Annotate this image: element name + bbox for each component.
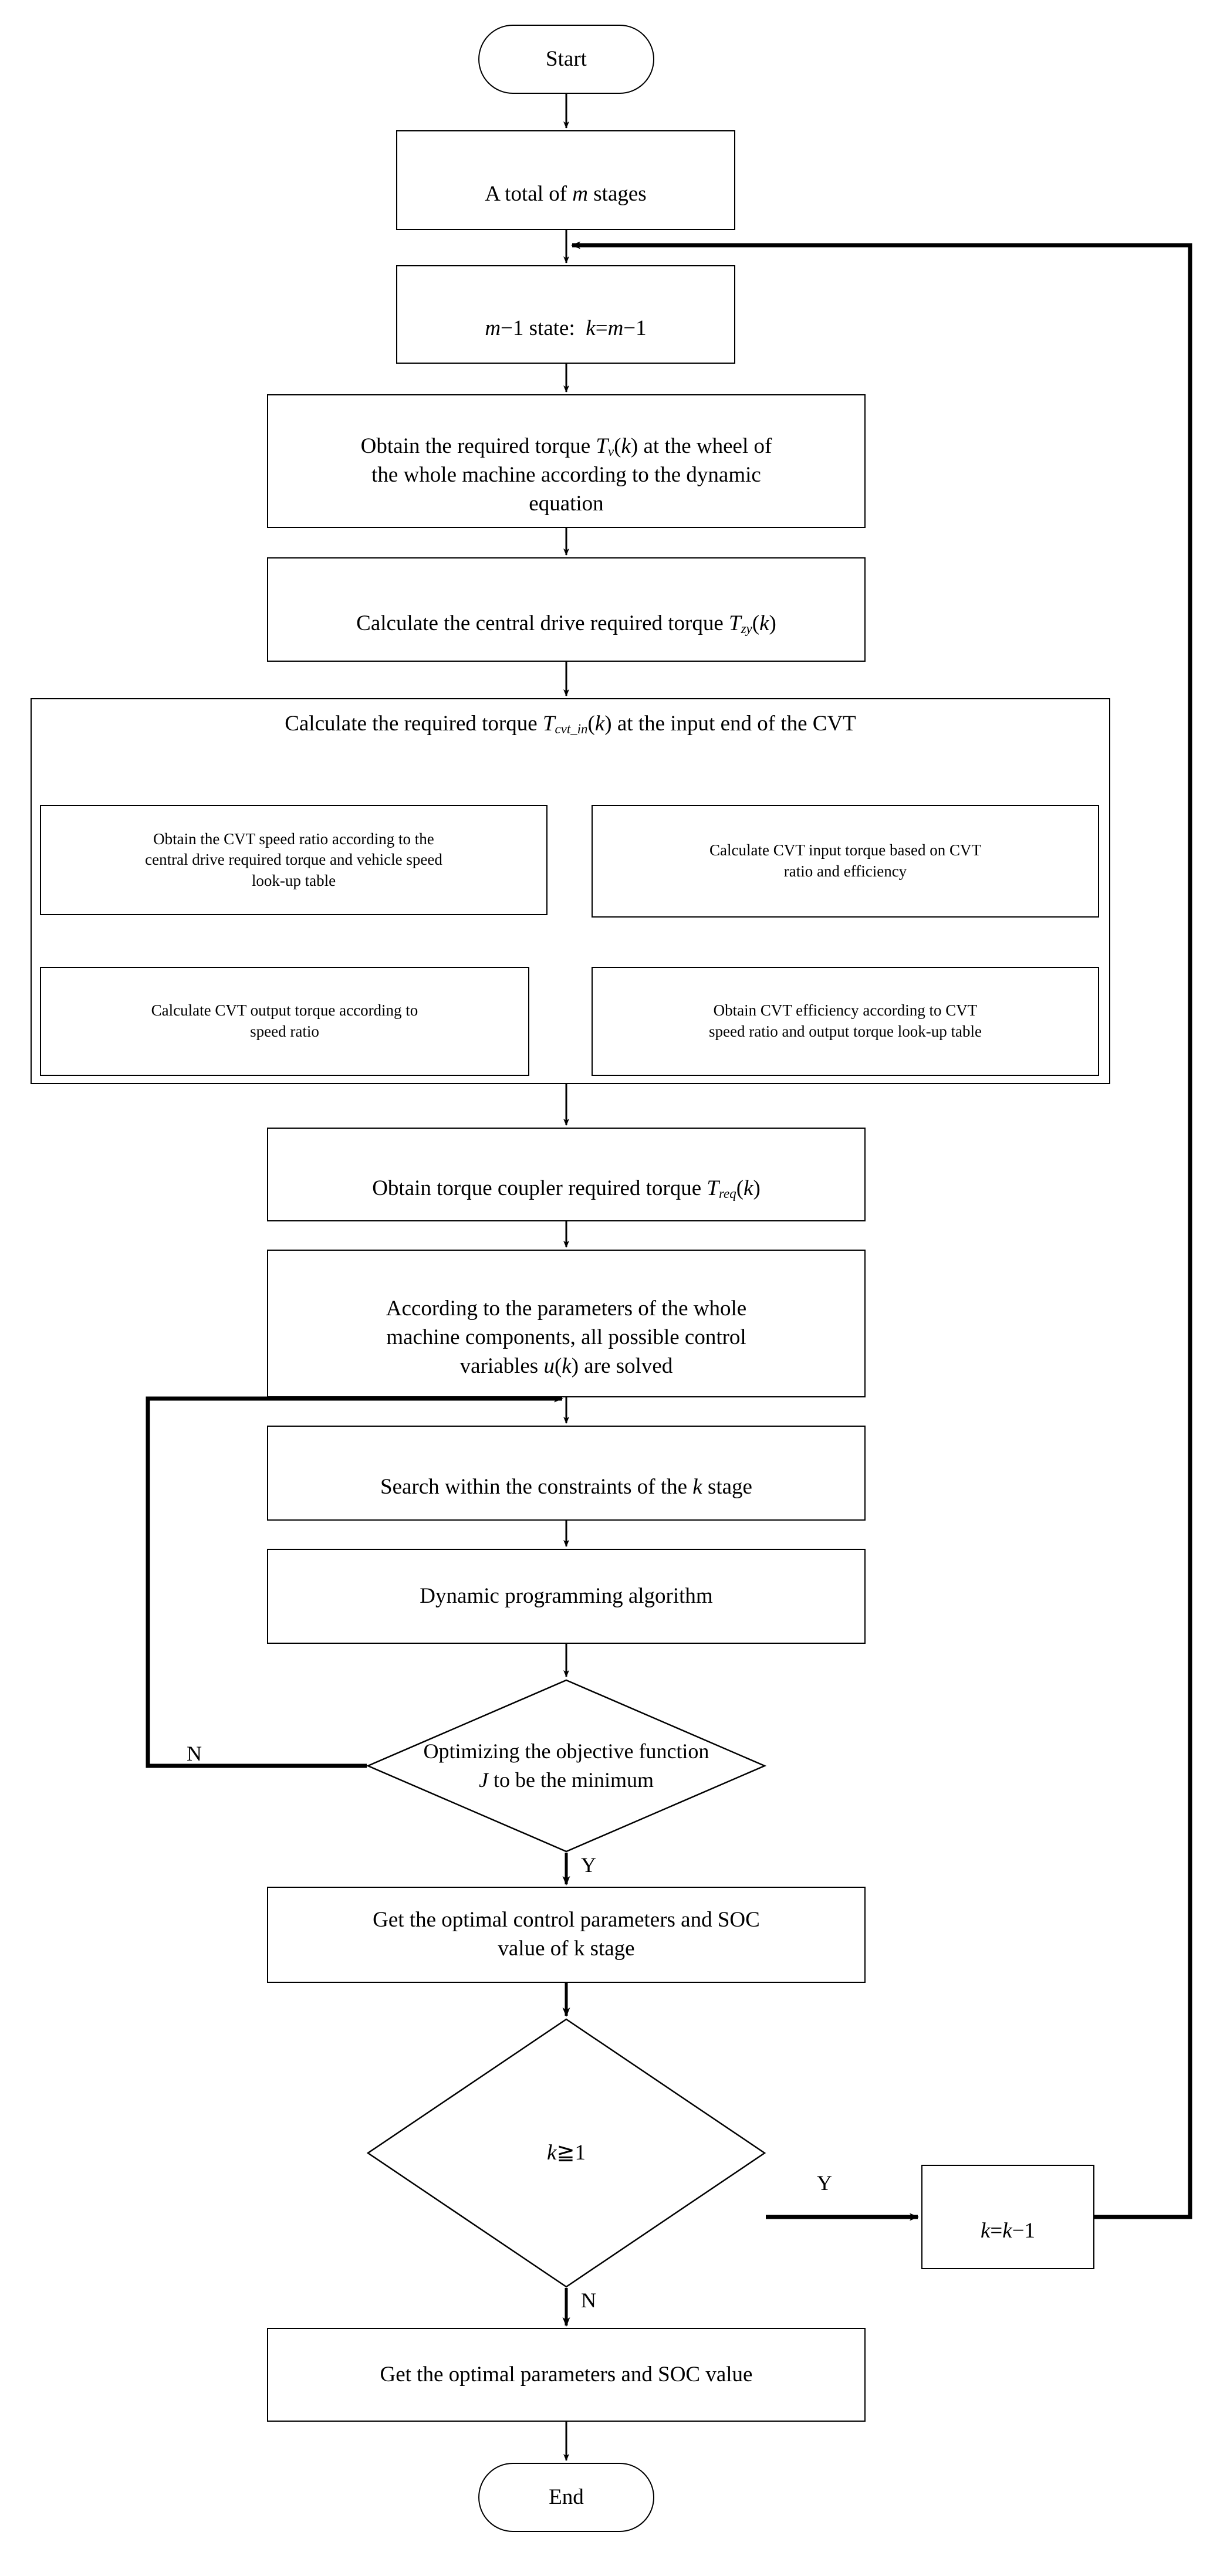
node-control-variables[interactable]: According to the parameters of the whole… [267, 1250, 866, 1397]
node-start[interactable]: Start [478, 25, 654, 94]
node-cvt-efficiency[interactable]: Obtain CVT efficiency according to CVT s… [592, 967, 1099, 1076]
node-optimal-k-stage-label: Get the optimal control parameters and S… [373, 1908, 760, 1961]
node-coupler-torque-label: Obtain torque coupler required torque Tr… [372, 1176, 761, 1201]
node-search-constraints[interactable]: Search within the constraints of the k s… [267, 1426, 866, 1521]
node-start-label: Start [546, 46, 587, 71]
edge-label-k-yes: Y [817, 2171, 832, 2195]
node-end-label: End [549, 2484, 584, 2509]
node-decrement-k[interactable]: k=k−1 [921, 2165, 1094, 2269]
node-cvt-group-title: Calculate the required torque Tcvt_in(k)… [285, 712, 856, 737]
node-cvt-speed-ratio-label: Obtain the CVT speed ratio according to … [145, 830, 442, 889]
node-search-constraints-label: Search within the constraints of the k s… [380, 1475, 752, 1499]
node-wheel-torque-label: Obtain the required torque Tv(k) at the … [360, 434, 772, 516]
node-end[interactable]: End [478, 2463, 654, 2532]
node-k-decision-label: k≧1 [547, 2141, 586, 2165]
node-cvt-output-torque-label: Calculate CVT output torque according to… [151, 1001, 418, 1040]
node-dp-algorithm-label: Dynamic programming algorithm [420, 1583, 713, 1608]
node-cvt-efficiency-label: Obtain CVT efficiency according to CVT s… [709, 1001, 982, 1040]
node-cvt-output-torque[interactable]: Calculate CVT output torque according to… [40, 967, 529, 1076]
node-state-init-label: m−1 state: k=m−1 [485, 316, 647, 340]
node-total-stages[interactable]: A total of m stages [396, 130, 735, 230]
node-total-stages-label: A total of m stages [485, 182, 647, 206]
edge-label-k-no: N [581, 2289, 596, 2312]
node-coupler-torque[interactable]: Obtain torque coupler required torque Tr… [267, 1128, 866, 1221]
node-central-drive-label: Calculate the central drive required tor… [356, 611, 776, 637]
node-optimal-k-stage[interactable]: Get the optimal control parameters and S… [267, 1887, 866, 1983]
node-cvt-input-torque-label: Calculate CVT input torque based on CVT … [709, 841, 981, 880]
edge-label-objective-no: N [187, 1742, 202, 1765]
node-optimal-final[interactable]: Get the optimal parameters and SOC value [267, 2328, 866, 2422]
node-decrement-k-label: k=k−1 [980, 2219, 1036, 2243]
node-optimal-final-label: Get the optimal parameters and SOC value [380, 2362, 753, 2387]
node-k-decision[interactable]: k≧1 [366, 2018, 766, 2288]
node-central-drive[interactable]: Calculate the central drive required tor… [267, 557, 866, 662]
node-cvt-speed-ratio[interactable]: Obtain the CVT speed ratio according to … [40, 805, 548, 915]
node-cvt-input-torque[interactable]: Calculate CVT input torque based on CVT … [592, 805, 1099, 918]
edge-label-objective-yes: Y [581, 1853, 596, 1877]
node-state-init[interactable]: m−1 state: k=m−1 [396, 265, 735, 364]
node-control-variables-label: According to the parameters of the whole… [386, 1297, 747, 1378]
node-dp-algorithm[interactable]: Dynamic programming algorithm [267, 1549, 866, 1644]
node-wheel-torque[interactable]: Obtain the required torque Tv(k) at the … [267, 394, 866, 528]
